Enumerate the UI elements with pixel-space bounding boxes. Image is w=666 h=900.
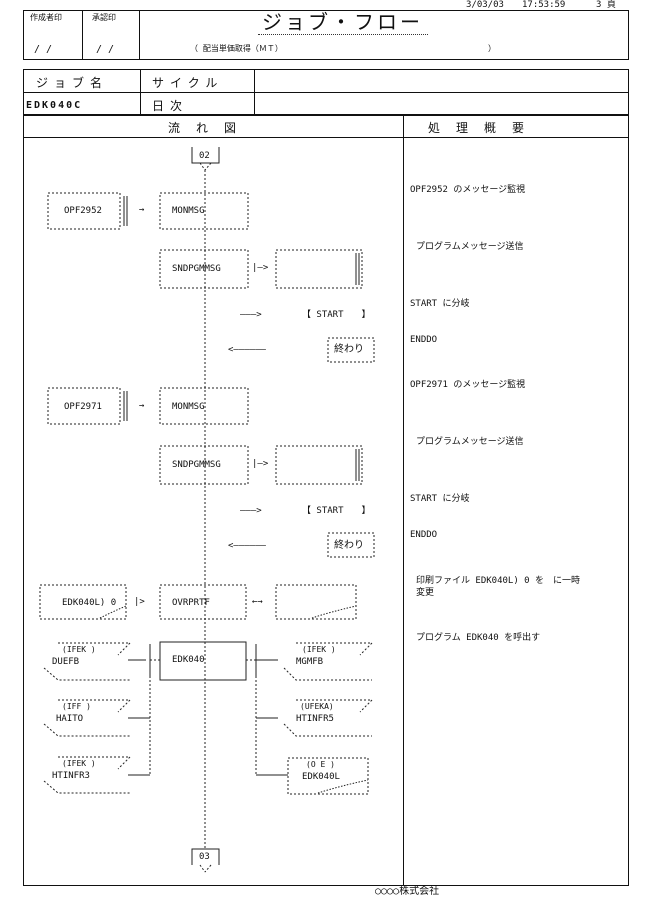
print-output-file: EDK040L: [302, 772, 340, 782]
approver-date: / /: [96, 44, 115, 55]
ovrprtf-bidirectional-arrow: ←→: [252, 597, 263, 607]
job-name: EDK040C: [26, 100, 83, 111]
input-file-3: HTINFR3: [52, 771, 90, 781]
job-cycle: 日次: [152, 99, 189, 113]
arrow-to-ovrprtf: |>: [134, 597, 145, 607]
return-arrow-1: <――――――: [228, 345, 266, 355]
summary-column-header: 処 理 概 要: [428, 121, 527, 135]
main-header-divider: [23, 137, 629, 138]
tape-in2: [43, 699, 132, 737]
arrow-to-monmsg-2: →: [139, 401, 145, 411]
print-date: 3/03/03: [466, 0, 504, 10]
program-edk040: EDK040: [172, 655, 205, 665]
author-date: / /: [34, 44, 53, 55]
page-number: 3 頁: [596, 0, 616, 10]
sndpgmmsg-2: SNDPGMMSG: [172, 460, 221, 470]
summary-10: プログラム EDK040 を呼出す: [416, 633, 541, 643]
stamp-divider-2: [139, 10, 140, 60]
print-file-name: EDK040L) 0: [62, 598, 117, 608]
arrow-to-msgq-2: |―>: [252, 459, 269, 469]
branch-label-2: 【 START 】: [302, 506, 371, 516]
subtitle: （ 配当単価取得（ＭＴ）: [190, 44, 283, 53]
approver-stamp-label: 承認印: [92, 13, 116, 22]
branch-arrow-2: ―――>: [240, 506, 262, 516]
stamp-divider-1: [82, 10, 83, 60]
summary-7: START に分岐: [410, 494, 470, 504]
output-file-1: MGMFB: [296, 657, 324, 667]
output-file-2-device: (UFEKA): [300, 702, 334, 711]
tape-in1: [43, 642, 132, 681]
return-arrow-2: <――――――: [228, 541, 266, 551]
cycle-label: サイクル: [152, 76, 224, 90]
monmsg-2: MONMSG: [172, 402, 205, 412]
end-connector-label: 03: [199, 852, 210, 862]
tape-out1: [283, 642, 374, 681]
start-connector-label: 02: [199, 151, 210, 161]
input-file-3-device: (IFEK ): [62, 759, 96, 768]
branch-label-1: 【 START 】: [302, 310, 371, 320]
monmsg-1: MONMSG: [172, 206, 205, 216]
arrow-to-msgq-1: |―>: [252, 263, 269, 273]
job-col-divider-2: [254, 69, 255, 115]
company-name: ○○○○株式会社: [375, 886, 440, 897]
output-file-1-device: (IFEK ): [302, 645, 336, 654]
job-col-divider-1: [140, 69, 141, 115]
message-file-2: OPF2971: [64, 402, 102, 412]
summary-9b: 変更: [416, 588, 435, 598]
tape-in3: [43, 756, 132, 794]
summary-5: OPF2971 のメッセージ監視: [410, 380, 526, 390]
branch-arrow-1: ―――>: [240, 310, 262, 320]
job-name-label: ジョブ名: [36, 76, 109, 90]
summary-8: ENDDO: [410, 530, 438, 540]
print-time: 17:53:59: [522, 0, 566, 10]
title-underline: [258, 34, 428, 35]
end-label-1: 終わり: [334, 344, 364, 355]
summary-1: OPF2952 のメッセージ監視: [410, 185, 526, 195]
page-title: ジョブ・フロー: [262, 10, 423, 34]
branch-target-2: START: [316, 506, 344, 516]
author-stamp-label: 作成者印: [30, 13, 62, 22]
summary-9a: 印刷ファイル EDK040L) 0 を に一時: [416, 576, 581, 586]
branch-target-1: START: [316, 310, 344, 320]
end-label-2: 終わり: [334, 540, 364, 551]
sndpgmmsg-1: SNDPGMMSG: [172, 264, 221, 274]
input-file-2-device: (IFF ): [62, 702, 91, 711]
tape-out2: [283, 699, 374, 737]
arrow-to-monmsg-1: →: [139, 205, 145, 215]
summary-6: プログラムメッセージ送信: [416, 437, 524, 447]
input-file-2: HAITO: [56, 714, 84, 724]
ovrprtf-command: OVRPRTF: [172, 598, 210, 608]
input-file-1: DUEFB: [52, 657, 80, 667]
summary-3: START に分岐: [410, 299, 470, 309]
job-row-divider: [23, 92, 629, 93]
summary-2: プログラムメッセージ送信: [416, 242, 524, 252]
subtitle-close: ）: [488, 44, 496, 53]
main-col-divider: [403, 115, 404, 886]
message-file-1: OPF2952: [64, 206, 102, 216]
output-file-2: HTINFR5: [296, 714, 334, 724]
flow-column-header: 流 れ 図: [168, 121, 239, 135]
main-table: [23, 115, 629, 886]
header-frame: [23, 10, 629, 60]
input-file-1-device: (IFEK ): [62, 645, 96, 654]
summary-4: ENDDO: [410, 335, 438, 345]
print-output-device: (O E ): [306, 760, 335, 769]
